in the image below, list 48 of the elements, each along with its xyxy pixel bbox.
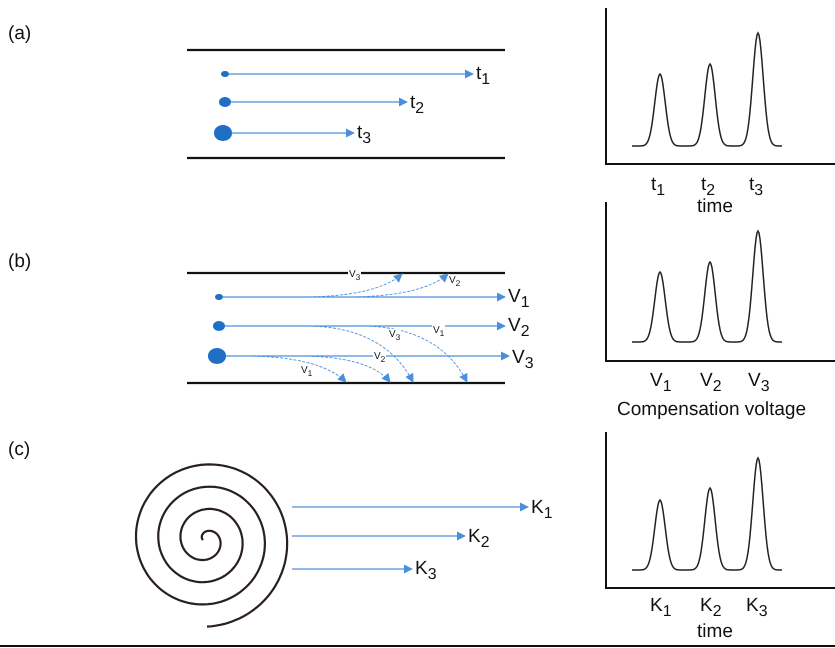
panel-letter: (a) (8, 23, 32, 45)
axis-tick-label: V$_{2}$ (700, 370, 722, 397)
arrow (292, 564, 413, 574)
axis-tick-label: K$_{3}$ (746, 595, 768, 622)
ion-dot (208, 348, 226, 364)
arrow (223, 292, 506, 302)
peak-label: t$_{3}$ (357, 122, 372, 150)
peak-label: K$_{1}$ (531, 497, 552, 525)
peak-label: t$_{2}$ (410, 92, 424, 120)
arrow (224, 326, 468, 383)
arrow (232, 128, 355, 138)
arrow (222, 273, 449, 298)
arrow (292, 502, 529, 512)
arrow (225, 322, 506, 330)
edge-label: V$_{2}$ (373, 351, 386, 365)
axis-tick-label: t$_{2}$ (701, 174, 716, 199)
peak-label: V$_{3}$ (512, 347, 534, 375)
arrow (226, 352, 510, 360)
axis-tick-label: V$_{3}$ (748, 370, 770, 397)
arrow (229, 70, 474, 78)
peak-label: K$_{2}$ (468, 526, 490, 554)
axis-title: Compensation voltage (617, 399, 806, 421)
ion-dot (221, 70, 229, 78)
ion-dot (215, 294, 223, 300)
edge-label: V$_{3}$ (348, 269, 362, 283)
edge-label: V$_{1}$ (432, 325, 446, 339)
edge-label: V$_{2}$ (448, 275, 462, 289)
edge-label: V$_{3}$ (388, 329, 402, 343)
panel-letter: (c) (8, 439, 30, 461)
ion-dot (214, 125, 232, 141)
panel-letter: (b) (8, 251, 32, 273)
ion-dot (213, 320, 225, 332)
peak-label: V$_{2}$ (508, 315, 530, 343)
axis-tick-label: t$_{3}$ (749, 174, 764, 201)
peak-label: V$_{1}$ (508, 286, 530, 314)
axis-tick-label: t$_{1}$ (651, 174, 666, 201)
arrow (292, 532, 466, 540)
axis-tick-label: K$_{1}$ (650, 595, 672, 622)
arrow (226, 356, 391, 383)
axis-tick-label: K$_{2}$ (700, 595, 722, 622)
peak-label: K$_{3}$ (415, 558, 436, 586)
peak-label: t$_{1}$ (476, 63, 490, 91)
axis-title: time (697, 196, 733, 218)
axis-title: time (697, 621, 733, 643)
ion-dot (219, 96, 231, 108)
edge-label: V$_{1}$ (300, 365, 314, 379)
arrow (231, 98, 408, 106)
axis-tick-label: V$_{1}$ (650, 370, 672, 397)
